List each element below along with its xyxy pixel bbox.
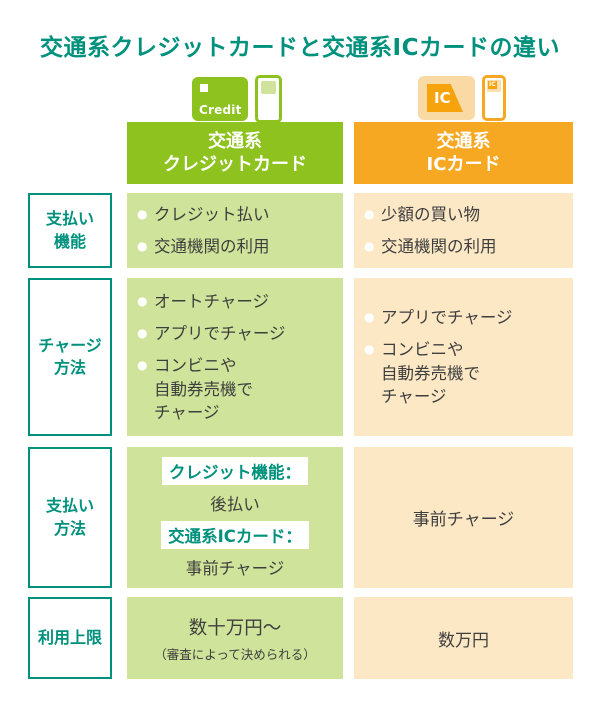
credit-card-chip-icon xyxy=(200,84,208,92)
row-label-usage-limit: 利用上限 xyxy=(28,597,112,679)
smartphone-orange-icon: IC xyxy=(482,75,506,121)
bullet-dot-icon: ● xyxy=(137,294,148,309)
bullet-dot-icon: ● xyxy=(137,206,148,221)
cell-ic-charge-method: ● アプリでチャージ ● コンビニや 自動券売機で チャージ xyxy=(354,278,573,436)
smartphone-screen-icon xyxy=(261,81,276,94)
column-header-credit: 交通系 クレジットカード xyxy=(127,122,343,184)
limit-amount: 数十万円〜 xyxy=(188,617,282,639)
row-label-payment-function: 支払い 機能 xyxy=(28,193,112,268)
ic-card-icon-label: IC xyxy=(427,84,463,112)
bullet-dot-icon: ● xyxy=(364,342,375,357)
page-title: 交通系クレジットカードと交通系ICカードの違い xyxy=(40,35,560,61)
value-precharge: 事前チャージ xyxy=(185,558,285,578)
cell-ic-usage-limit: 数万円 xyxy=(354,597,573,679)
smartphone-ic-chip-label: IC xyxy=(488,81,497,89)
cell-credit-payment-method: クレジット機能： 後払い 交通系ICカード： 事前チャージ xyxy=(127,447,343,588)
cell-credit-payment-function: ● クレジット払い ● 交通機関の利用 xyxy=(127,193,343,268)
ic-card-icon: IC xyxy=(418,76,475,120)
ic-card-icon-group: IC IC xyxy=(418,75,506,121)
table-row-payment-function: 支払い 機能 ● クレジット払い ● 交通機関の利用 ● xyxy=(28,193,573,268)
list-item: ● 交通機関の利用 xyxy=(364,237,497,256)
card-icons-row: Credit IC IC xyxy=(0,73,600,123)
bullet-dot-icon: ● xyxy=(137,239,148,253)
bullet-dot-icon: ● xyxy=(137,358,148,373)
list-item: ● オートチャージ xyxy=(137,292,270,312)
list-item: ● コンビニや 自動券売機で チャージ xyxy=(137,356,253,422)
row-label-payment-method: 支払い 方法 xyxy=(28,447,112,588)
bullet-dot-icon: ● xyxy=(137,326,148,341)
credit-card-icon-label: Credit xyxy=(199,103,242,117)
cell-credit-charge-method: ● オートチャージ ● アプリでチャージ ● コンビニや 自動券売機で チャージ xyxy=(127,278,343,436)
limit-note: （審査によって決められる） xyxy=(154,646,316,662)
highlight-tag-ic-card: 交通系ICカード： xyxy=(161,520,309,549)
column-header-ic: 交通系 ICカード xyxy=(354,122,573,184)
header-row: 交通系 クレジットカード 交通系 ICカード xyxy=(28,122,573,184)
smartphone-green-icon xyxy=(255,75,282,123)
bullet-dot-icon: ● xyxy=(364,239,375,253)
list-item: ● クレジット払い xyxy=(137,204,270,224)
bullet-dot-icon: ● xyxy=(364,310,375,325)
bullet-dot-icon: ● xyxy=(364,206,375,221)
cell-ic-payment-function: ● 少額の買い物 ● 交通機関の利用 xyxy=(354,193,573,268)
table-row-payment-method: 支払い 方法 クレジット機能： 後払い 交通系ICカード： 事前チャージ 事前チ… xyxy=(28,447,573,588)
list-item: ● 交通機関の利用 xyxy=(137,237,270,256)
highlight-tag-credit-function: クレジット機能： xyxy=(162,456,308,485)
cell-credit-usage-limit: 数十万円〜 （審査によって決められる） xyxy=(127,597,343,679)
list-item: ● アプリでチャージ xyxy=(364,308,513,328)
list-item: ● 少額の買い物 xyxy=(364,204,480,224)
list-item: ● アプリでチャージ xyxy=(137,324,286,344)
credit-card-icon: Credit xyxy=(192,77,248,121)
header-spacer xyxy=(28,122,127,184)
table-row-charge-method: チャージ 方法 ● オートチャージ ● アプリでチャージ ● コンビニや 自動券… xyxy=(28,278,573,436)
list-item: ● コンビニや 自動券売機で チャージ xyxy=(364,340,480,406)
value-postpay: 後払い xyxy=(210,494,260,514)
comparison-table: 交通系 クレジットカード 交通系 ICカード 支払い 機能 ● クレジット払い … xyxy=(28,122,573,679)
row-label-charge-method: チャージ 方法 xyxy=(28,278,112,436)
table-row-usage-limit: 利用上限 数十万円〜 （審査によって決められる） 数万円 xyxy=(28,597,573,679)
credit-card-icon-group: Credit xyxy=(192,75,282,123)
cell-ic-payment-method: 事前チャージ xyxy=(354,447,573,588)
